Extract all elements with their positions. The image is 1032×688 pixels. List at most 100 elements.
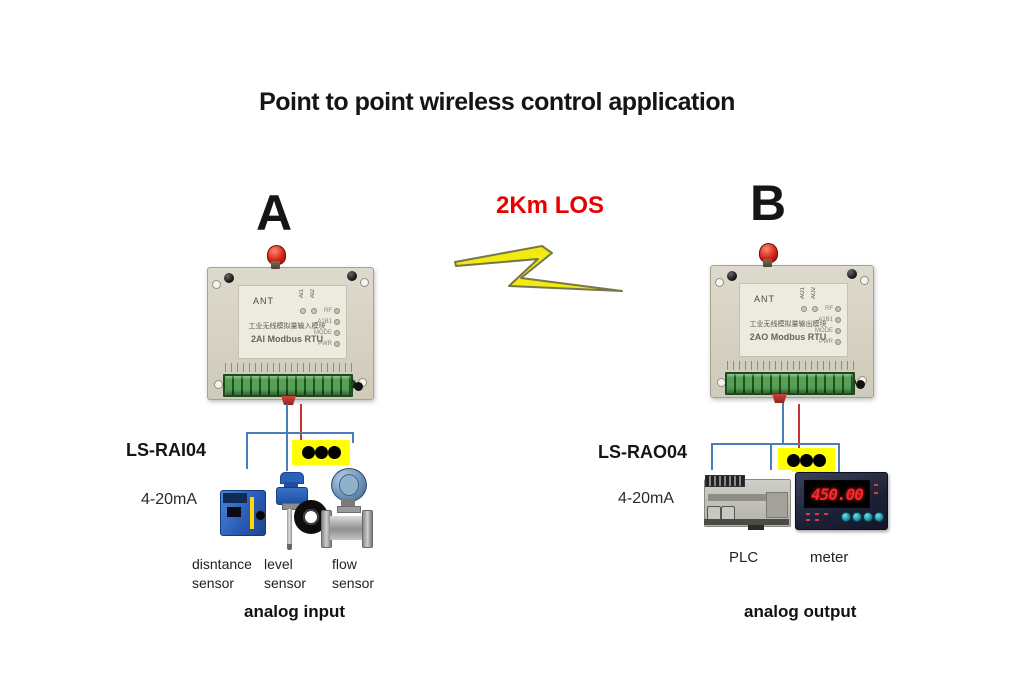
plc-bottom-rail xyxy=(704,519,789,525)
reset-hole xyxy=(856,380,865,389)
terminal-tick-labels xyxy=(727,361,855,370)
wireless-module-b: ANT AO1 AO2 工业无线模拟量输出模块 2AO Modbus RTU R… xyxy=(710,243,874,403)
signal-dot xyxy=(301,446,315,459)
mounting-hole xyxy=(212,280,221,289)
flowmeter-tube xyxy=(330,516,362,540)
meter-label: meter xyxy=(810,549,849,566)
channel-label-ao2: AO2 xyxy=(811,287,817,300)
sensor-label-line: flow xyxy=(332,556,357,572)
page-title: Point to point wireless control applicat… xyxy=(259,88,735,116)
ant-label: ANT xyxy=(253,296,274,306)
led-label: A1B1 xyxy=(317,319,332,325)
led-row: MODE xyxy=(306,330,340,336)
reset-hole xyxy=(354,382,363,391)
wire-a-drop-distance xyxy=(246,432,248,469)
meter-indicator xyxy=(874,492,878,494)
sensor-label-line: level xyxy=(264,556,293,572)
led-label: RF xyxy=(825,306,833,312)
mounting-hole xyxy=(214,380,223,389)
meter-indicator xyxy=(815,519,819,521)
plc-image xyxy=(700,470,792,532)
terminal-block xyxy=(223,374,353,397)
meter-indicator xyxy=(824,513,828,515)
meter-indicator xyxy=(806,519,810,521)
lightning-bolt-icon xyxy=(454,245,623,292)
sensor-label-distance: disntance sensor xyxy=(192,555,252,593)
channel-label-ai2: AI2 xyxy=(310,289,316,299)
signal-label-a: 4-20mA xyxy=(141,491,198,508)
sensor-label-flow: flow sensor xyxy=(332,555,374,593)
screw xyxy=(847,269,857,279)
sensor-label-line: sensor xyxy=(332,575,375,591)
site-b-letter: B xyxy=(750,175,787,231)
led-label: PWR xyxy=(318,341,332,347)
led-icon xyxy=(835,328,841,334)
led-icon xyxy=(334,319,340,325)
caption-analog-output: analog output xyxy=(744,602,857,621)
meter-indicator xyxy=(815,513,819,515)
module-a-name: LS-RAI04 xyxy=(126,440,207,460)
channel-led xyxy=(300,308,306,314)
distance-sensor-image xyxy=(220,488,268,538)
meter-button xyxy=(874,512,884,522)
plc-terminal-strip xyxy=(705,475,745,487)
terminal-tick-labels xyxy=(225,363,353,372)
sensor-label-level: level sensor xyxy=(264,555,306,593)
plc-foot xyxy=(748,525,764,530)
transmitter-neck xyxy=(284,482,298,487)
module-b-panel: ANT AO1 AO2 工业无线模拟量输出模块 2AO Modbus RTU xyxy=(739,283,848,357)
module-b-led-column: RF A1B1 MODE PWR xyxy=(807,306,841,345)
site-a-letter: A xyxy=(256,185,293,241)
junction-box-b xyxy=(778,448,835,472)
flow-sensor-image xyxy=(321,466,373,548)
meter-indicator xyxy=(874,484,878,486)
sensor-label-line: disntance xyxy=(192,556,252,572)
channel-led xyxy=(812,306,818,312)
wire-b-bus xyxy=(711,443,840,445)
signal-dot xyxy=(787,453,800,467)
meter-display: 450.00 xyxy=(804,480,870,508)
led-label: MODE xyxy=(815,328,833,334)
wire-a-module-blue xyxy=(286,404,288,434)
flowmeter-collar xyxy=(337,506,361,513)
channel-led xyxy=(311,308,317,314)
mounting-hole xyxy=(715,278,724,287)
led-row: MODE xyxy=(807,328,841,334)
led-row: A1B1 xyxy=(807,317,841,323)
signal-dot xyxy=(813,453,826,467)
antenna-a-base xyxy=(271,261,280,269)
channel-label-ao1: AO1 xyxy=(800,287,806,300)
sensor-window xyxy=(227,507,241,517)
led-icon xyxy=(835,339,841,345)
flange-right xyxy=(362,510,373,548)
screw xyxy=(224,273,234,283)
probe-rod xyxy=(287,509,292,546)
wire-b-drop-plc-right xyxy=(770,443,772,474)
level-sensor-image xyxy=(268,470,328,550)
signal-dot xyxy=(800,453,813,467)
sensor-label-line: sensor xyxy=(264,575,307,591)
module-a-model-text: 2AI Modbus RTU xyxy=(251,334,323,344)
led-label: MODE xyxy=(314,330,332,336)
channel-label-ai1: AI1 xyxy=(299,289,305,299)
flowmeter-face xyxy=(339,474,359,496)
wire-b-drop-plc-left xyxy=(711,443,713,477)
sensor-lens xyxy=(255,510,266,521)
meter-button xyxy=(852,512,862,522)
channel-led xyxy=(801,306,807,312)
plc-label: PLC xyxy=(729,549,759,566)
module-a-led-column: RF A1B1 MODE PWR xyxy=(306,308,340,347)
antenna-b-base xyxy=(763,259,772,267)
led-row: PWR xyxy=(807,339,841,345)
mounting-hole xyxy=(860,276,869,285)
junction-box-a xyxy=(292,440,350,465)
wire-a-module-red xyxy=(300,404,302,446)
wire-a-drop-flow xyxy=(352,432,354,443)
led-icon xyxy=(334,330,340,336)
mounting-hole xyxy=(360,278,369,287)
sensor-label-line: sensor xyxy=(192,575,235,591)
module-b-model-text: 2AO Modbus RTU xyxy=(749,332,827,342)
wire-a-bus xyxy=(246,432,354,434)
module-a-panel: ANT AI1 AI2 工业无线模拟量输入模块 2AI Modbus RTU xyxy=(238,285,347,359)
flowmeter-neck xyxy=(341,499,355,507)
